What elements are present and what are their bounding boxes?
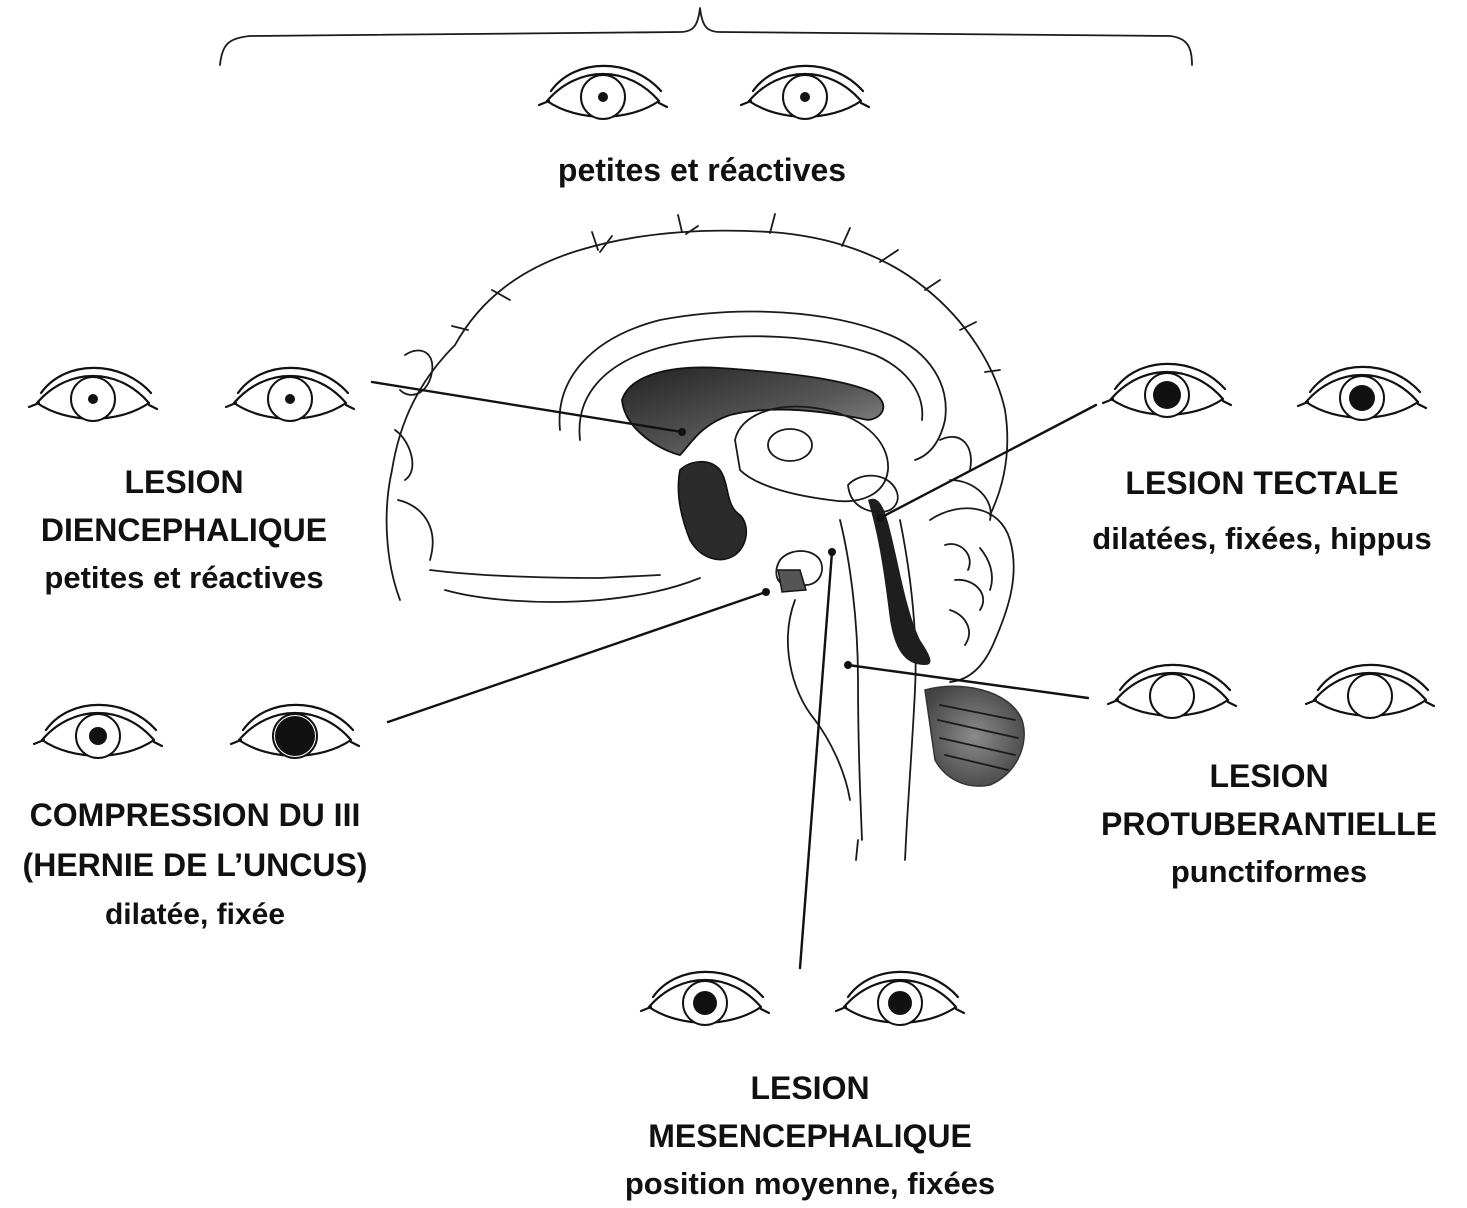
label-pontine-title-2: PROTUBERANTIELLE	[1088, 800, 1450, 848]
pupil	[1349, 385, 1375, 411]
label-tectal-pupils: dilatées, fixées, hippus	[1066, 511, 1458, 567]
eye-icon-third-nerve-left	[34, 705, 162, 758]
pupil	[275, 716, 315, 756]
label-diencephalic-title-1: LESION	[10, 458, 358, 506]
label-third-nerve-title-1: COMPRESSION DU III	[2, 790, 388, 840]
eye-icon-diencephalic-left	[29, 368, 157, 421]
label-pontine: LESION PROTUBERANTIELLE punctiformes	[1088, 752, 1450, 896]
label-third-nerve-title-2: (HERNIE DE L’UNCUS)	[2, 840, 388, 890]
label-midbrain-title-2: MESENCEPHALIQUE	[590, 1112, 1030, 1160]
brain-sagittal-drawing	[387, 214, 1025, 860]
leader-midbrain	[800, 552, 832, 968]
label-midbrain-title-1: LESION	[590, 1064, 1030, 1112]
eye-icon-pontine-left	[1108, 665, 1236, 718]
eye-icon-tectal-left	[1103, 364, 1231, 417]
label-pontine-title-1: LESION	[1088, 752, 1450, 800]
top-brace	[220, 8, 1192, 65]
pupil	[88, 394, 98, 404]
pupil	[598, 92, 608, 102]
pupil	[800, 92, 810, 102]
eye-icon-top-left	[539, 66, 667, 119]
pupil	[693, 991, 717, 1015]
label-diencephalic: LESION DIENCEPHALIQUE petites et réactiv…	[10, 458, 358, 602]
eye-icon-top-right	[741, 66, 869, 119]
label-third-nerve-pupils: dilatée, fixée	[2, 890, 388, 940]
eye-icon-tectal-right	[1298, 367, 1426, 420]
label-diencephalic-pupils: petites et réactives	[10, 554, 358, 602]
top-caption: petites et réactives	[520, 154, 884, 186]
pupil	[1153, 381, 1181, 409]
label-diencephalic-title-2: DIENCEPHALIQUE	[10, 506, 358, 554]
eye-icon-diencephalic-right	[226, 368, 354, 421]
label-tectal-title: LESION TECTALE	[1066, 455, 1458, 511]
label-pontine-pupils: punctiformes	[1088, 848, 1450, 896]
label-third-nerve: COMPRESSION DU III (HERNIE DE L’UNCUS) d…	[2, 790, 388, 940]
pupil	[89, 727, 107, 745]
leader-third-nerve	[388, 592, 766, 722]
eye-icon-third-nerve-right	[231, 705, 359, 758]
eye-icon-midbrain-left	[641, 972, 769, 1025]
eye-icon-midbrain-right	[836, 972, 964, 1025]
label-midbrain: LESION MESENCEPHALIQUE position moyenne,…	[590, 1064, 1030, 1208]
pupil	[285, 394, 295, 404]
eye-icon-pontine-right	[1306, 665, 1434, 718]
pupil	[888, 991, 912, 1015]
label-tectal: LESION TECTALE dilatées, fixées, hippus	[1066, 455, 1458, 567]
leader-lines	[372, 382, 1096, 968]
